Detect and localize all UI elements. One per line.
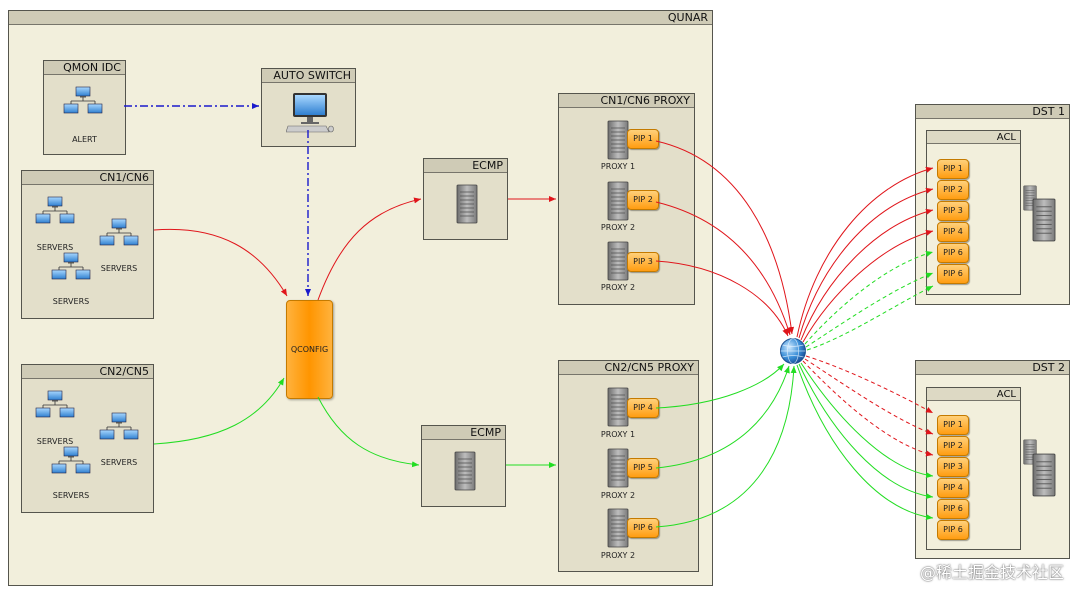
- qconfig-node: QCONFIG: [286, 300, 333, 399]
- proxy-label: PROXY 1: [600, 430, 636, 439]
- dst2-acl-box: ACL PIP 1 PIP 2 PIP 3 PIP 4 PIP 6 PIP 6: [926, 387, 1021, 550]
- internet-to-dst1-pip4-arrow: [802, 229, 934, 343]
- servers-label: SERVERS: [52, 491, 90, 500]
- qunar-title: QUNAR: [9, 11, 712, 25]
- cn1-cn6-proxy-box: CN1/CN6 PROXY PIP 1 PROXY 1 PIP 2 PROXY …: [558, 93, 695, 305]
- pip3-to-internet-arrow: [655, 260, 789, 337]
- proxy-label: PROXY 1: [600, 162, 636, 171]
- dst1-panel: DST 1 ACL PIP 1 PIP 2 PIP 3 PIP 4 PIP 6 …: [915, 104, 1070, 305]
- pip6-to-internet-arrow: [655, 365, 797, 528]
- pip2-to-internet-arrow: [655, 201, 791, 336]
- internet-to-dst1-pip2-arrow: [798, 187, 934, 339]
- cn2-cn5-proxy-box: CN2/CN5 PROXY PIP 4 PROXY 1 PIP 5 PROXY …: [558, 360, 699, 572]
- qconfig-label: QCONFIG: [290, 345, 329, 354]
- workstation-icon: [286, 93, 334, 133]
- servers-label: SERVERS: [100, 264, 138, 273]
- internet-to-dst2-pip2-arrow: [804, 358, 934, 435]
- pip-badge: PIP 2: [937, 180, 969, 200]
- ecmp-top-title: ECMP: [424, 159, 507, 173]
- pip-badge: PIP 1: [627, 129, 659, 149]
- cn1-cn6-box: CN1/CN6 SERVERS SERVERS SERVERS: [21, 170, 154, 319]
- alert-label: ALERT: [72, 135, 97, 144]
- proxy-label: PROXY 2: [600, 283, 636, 292]
- pip-badge: PIP 1: [937, 159, 969, 179]
- dst2-panel: DST 2 ACL PIP 1 PIP 2 PIP 3 PIP 4 PIP 6 …: [915, 360, 1070, 559]
- ecmp-bottom-title: ECMP: [422, 426, 505, 440]
- internet-to-dst1-pip3-arrow: [800, 208, 934, 341]
- pip-badge: PIP 4: [937, 478, 969, 498]
- pip-badge: PIP 3: [937, 201, 969, 221]
- cn2-cn5-title: CN2/CN5: [22, 365, 153, 379]
- cn1-cn6-proxy-title: CN1/CN6 PROXY: [559, 94, 694, 108]
- internet-to-dst2-pip3-arrow: [802, 360, 934, 457]
- pip-badge: PIP 6: [937, 243, 969, 263]
- cn1-cn6-title: CN1/CN6: [22, 171, 153, 185]
- internet-globe-icon: [780, 338, 806, 364]
- pip-badge: PIP 6: [937, 499, 969, 519]
- dst1-acl-box: ACL PIP 1 PIP 2 PIP 3 PIP 4 PIP 6 PIP 6: [926, 130, 1021, 295]
- internet-to-dst1-pip1-arrow: [796, 166, 934, 338]
- watermark: @稀土掘金技术社区: [919, 563, 1064, 582]
- pip-badge: PIP 3: [937, 457, 969, 477]
- servers-label: SERVERS: [36, 243, 74, 252]
- pip-badge: PIP 1: [937, 415, 969, 435]
- pip-badge: PIP 3: [627, 252, 659, 272]
- internet-to-dst1-pip5-arrow: [804, 250, 934, 345]
- cn2-cn5-box: CN2/CN5 SERVERS SERVERS SERVERS: [21, 364, 154, 513]
- dst2-title: DST 2: [916, 361, 1069, 375]
- ecmp-bottom-box: ECMP: [421, 425, 506, 507]
- cn2-to-qconfig-arrow: [153, 377, 285, 445]
- dst2-acl-title: ACL: [927, 388, 1020, 401]
- servers-label: SERVERS: [52, 297, 90, 306]
- internet-to-dst1-pip6-arrow: [805, 272, 934, 348]
- servers-label: SERVERS: [36, 437, 74, 446]
- proxy-label: PROXY 2: [600, 491, 636, 500]
- qmon-idc-box: QMON IDC ALERT: [43, 60, 126, 155]
- internet-to-dst2-pip1-arrow: [805, 355, 934, 414]
- cn1-to-qconfig-arrow: [153, 228, 288, 297]
- internet-to-dst2-pip5-arrow: [798, 363, 934, 500]
- pip-badge: PIP 2: [937, 436, 969, 456]
- pip5-to-internet-arrow: [655, 365, 790, 469]
- pip-badge: PIP 6: [937, 264, 969, 284]
- pip-badge: PIP 6: [627, 518, 659, 538]
- pip-badge: PIP 6: [937, 520, 969, 540]
- internet-to-dst2-pip4-arrow: [800, 362, 934, 479]
- pip4-to-internet-arrow: [655, 363, 785, 409]
- proxy-label: PROXY 2: [600, 223, 636, 232]
- proxy-label: PROXY 2: [600, 551, 636, 560]
- pip-badge: PIP 2: [627, 190, 659, 210]
- qconfig-to-ecmp-bottom-arrow: [317, 396, 420, 468]
- pip-badge: PIP 5: [627, 458, 659, 478]
- pip1-to-internet-arrow: [655, 140, 795, 335]
- dst1-acl-title: ACL: [927, 131, 1020, 144]
- cn2-cn5-proxy-title: CN2/CN5 PROXY: [559, 361, 698, 375]
- internet-to-dst2-pip6-arrow: [796, 364, 934, 521]
- pip-badge: PIP 4: [627, 398, 659, 418]
- internet-to-dst1-extra-arrow: [806, 285, 934, 351]
- pip-badge: PIP 4: [937, 222, 969, 242]
- servers-label: SERVERS: [100, 458, 138, 467]
- auto-switch-title: AUTO SWITCH: [262, 69, 355, 83]
- ecmp-top-box: ECMP: [423, 158, 508, 240]
- dst1-title: DST 1: [916, 105, 1069, 119]
- qmon-idc-title: QMON IDC: [44, 61, 125, 75]
- qconfig-to-ecmp-top-arrow: [317, 197, 422, 301]
